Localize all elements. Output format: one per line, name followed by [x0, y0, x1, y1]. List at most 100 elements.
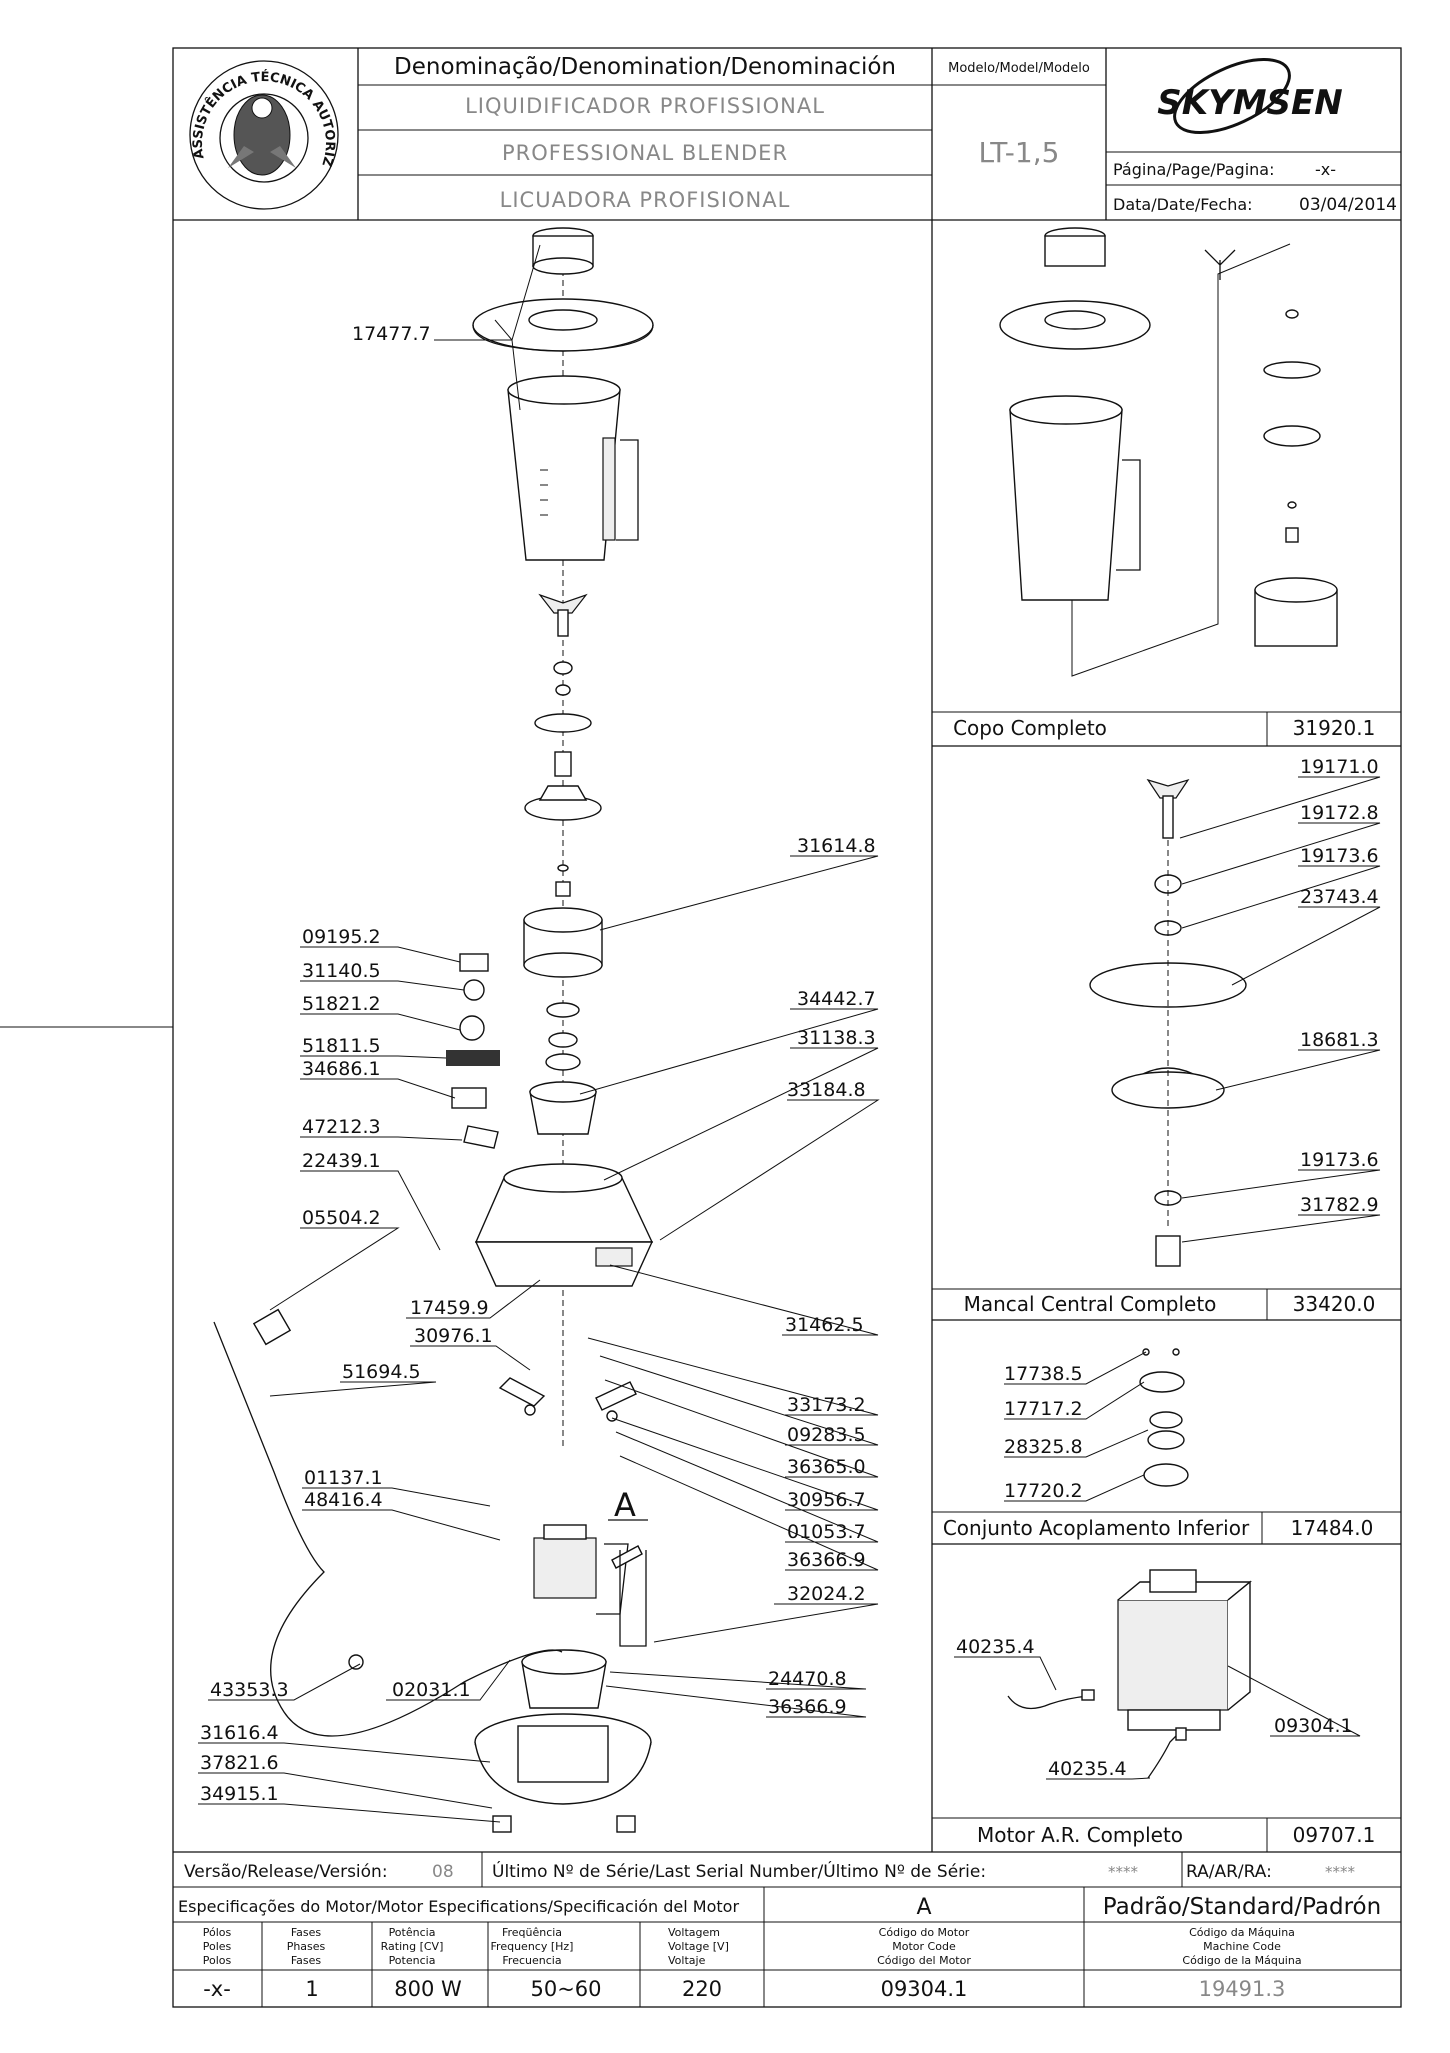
motor-part-labels: 40235.4 09304.1 40235.4: [956, 1636, 1353, 1780]
standard-label: Padrão/Standard/Padrón: [1103, 1894, 1381, 1920]
spec-header: Código da Máquina: [1189, 1926, 1295, 1939]
spec-header: Fases: [291, 1926, 322, 1939]
spec-header: Motor Code: [892, 1940, 956, 1953]
mancal-part-labels: 19171.0 19172.8 19173.6 23743.4 18681.3 …: [1300, 756, 1379, 1216]
part-label: 36365.0: [787, 1456, 866, 1478]
part-label: 33184.8: [787, 1079, 866, 1101]
spec-header: Phases: [287, 1940, 326, 1953]
acoplamento-leaders: [1004, 1351, 1149, 1502]
spec-value: -x-: [203, 1977, 231, 2001]
part-label: 33173.2: [787, 1394, 866, 1416]
date-label: Data/Date/Fecha:: [1113, 195, 1253, 214]
part-label: 30976.1: [414, 1325, 493, 1347]
part-label: 09304.1: [1274, 1715, 1353, 1737]
part-label: 17717.2: [1004, 1398, 1083, 1420]
page-value: -x-: [1315, 160, 1336, 179]
motor-code: 09707.1: [1293, 1823, 1376, 1847]
motor-leaders: [954, 1656, 1361, 1780]
part-label: 43353.3: [210, 1679, 289, 1701]
motor-name: Motor A.R. Completo: [977, 1823, 1183, 1847]
serial-value: ****: [1108, 1863, 1139, 1881]
main-part-labels: 17477.7 31614.8 09195.2 31140.5 51821.2 …: [200, 323, 876, 1805]
acoplamento-panel-drawing: [1139, 1348, 1189, 1487]
acoplamento-name: Conjunto Acoplamento Inferior: [943, 1516, 1250, 1540]
ra-label: RA/AR/RA:: [1186, 1862, 1272, 1882]
brand-logo: SKYMSEN: [1157, 58, 1343, 134]
mancal-leaders: [1179, 776, 1381, 1243]
mancal-name: Mancal Central Completo: [964, 1292, 1217, 1316]
part-label: 31782.9: [1300, 1194, 1379, 1216]
part-label: 09195.2: [302, 926, 381, 948]
spec-value: 220: [682, 1977, 722, 2001]
part-label: 01137.1: [304, 1467, 383, 1489]
main-leaders: [198, 244, 880, 1823]
part-label: 31616.4: [200, 1722, 279, 1744]
part-label: 51694.5: [342, 1361, 421, 1383]
part-label: 36366.9: [787, 1549, 866, 1571]
spec-column-headers: Pólos Poles Polos Fases Phases Fases Pot…: [203, 1926, 1302, 1967]
part-label: 19171.0: [1300, 756, 1379, 778]
part-label: 36366.9: [768, 1696, 847, 1718]
part-label: 30956.7: [787, 1489, 866, 1511]
part-label: 34442.7: [797, 988, 876, 1010]
part-label: 05504.2: [302, 1207, 381, 1229]
ra-value: ****: [1325, 1863, 1356, 1881]
serial-label: Último Nº de Série/Last Serial Number/Úl…: [492, 1860, 986, 1882]
date-value: 03/04/2014: [1299, 195, 1397, 215]
part-label: 51811.5: [302, 1035, 381, 1057]
part-label: 19173.6: [1300, 845, 1379, 867]
part-label: 40235.4: [1048, 1758, 1127, 1780]
part-label: 24470.8: [768, 1668, 847, 1690]
part-label: 51821.2: [302, 993, 381, 1015]
motor-panel-drawing: [1007, 1569, 1252, 1779]
acoplamento-part-labels: 17738.5 17717.2 28325.8 17720.2: [1004, 1363, 1083, 1502]
mancal-code: 33420.0: [1293, 1292, 1376, 1316]
part-label: 17477.7: [352, 323, 431, 345]
version-value: 08: [432, 1862, 454, 1882]
spec-value: 19491.3: [1199, 1977, 1286, 2001]
model-label: Modelo/Model/Modelo: [948, 61, 1090, 76]
copo-panel-drawing: [999, 227, 1338, 677]
copo-code: 31920.1: [1293, 716, 1376, 740]
part-label: 40235.4: [956, 1636, 1035, 1658]
spec-header: Rating [CV]: [381, 1940, 444, 1953]
page-label: Página/Page/Pagina:: [1113, 160, 1274, 179]
frame: [0, 47, 1402, 2008]
part-label: 22439.1: [302, 1150, 381, 1172]
spec-value: 1: [305, 1977, 318, 2001]
spec-header: Fases: [291, 1954, 322, 1967]
detail-marker: A: [614, 1486, 636, 1524]
spec-header: Polos: [203, 1954, 232, 1967]
part-label: 48416.4: [304, 1489, 383, 1511]
part-label: 17738.5: [1004, 1363, 1083, 1385]
part-label: 31462.5: [785, 1314, 864, 1336]
spec-header: Código de la Máquina: [1182, 1954, 1301, 1967]
part-label: 19172.8: [1300, 802, 1379, 824]
part-label: 19173.6: [1300, 1149, 1379, 1171]
name-es: LICUADORA PROFISIONAL: [500, 188, 791, 212]
spec-header: Código do Motor: [879, 1926, 970, 1939]
main-exploded-view: A: [213, 227, 654, 1833]
part-label: 18681.3: [1300, 1029, 1379, 1051]
spec-label: Especificações do Motor/Motor Especifica…: [178, 1897, 739, 1916]
spec-values: -x- 1 800 W 50~60 220 09304.1 19491.3: [203, 1977, 1285, 2001]
spec-header: Potência: [389, 1926, 436, 1939]
name-en: PROFESSIONAL BLENDER: [502, 141, 788, 165]
brand-wordmark: SKYMSEN: [1157, 83, 1342, 123]
part-label: 47212.3: [302, 1116, 381, 1138]
spec-header: Frecuencia: [502, 1954, 561, 1967]
acoplamento-code: 17484.0: [1291, 1516, 1374, 1540]
spec-header: Potencia: [389, 1954, 436, 1967]
part-label: 31140.5: [302, 960, 381, 982]
spec-header: Freqüência: [502, 1926, 562, 1939]
part-label: 31138.3: [797, 1027, 876, 1049]
part-label: 09283.5: [787, 1424, 866, 1446]
part-label: 23743.4: [1300, 886, 1379, 908]
part-label: 02031.1: [392, 1679, 471, 1701]
part-label: 34686.1: [302, 1058, 381, 1080]
mancal-panel-drawing: [1089, 778, 1247, 1267]
part-label: 37821.6: [200, 1752, 279, 1774]
part-label: 01053.7: [787, 1521, 866, 1543]
part-label: 34915.1: [200, 1783, 279, 1805]
